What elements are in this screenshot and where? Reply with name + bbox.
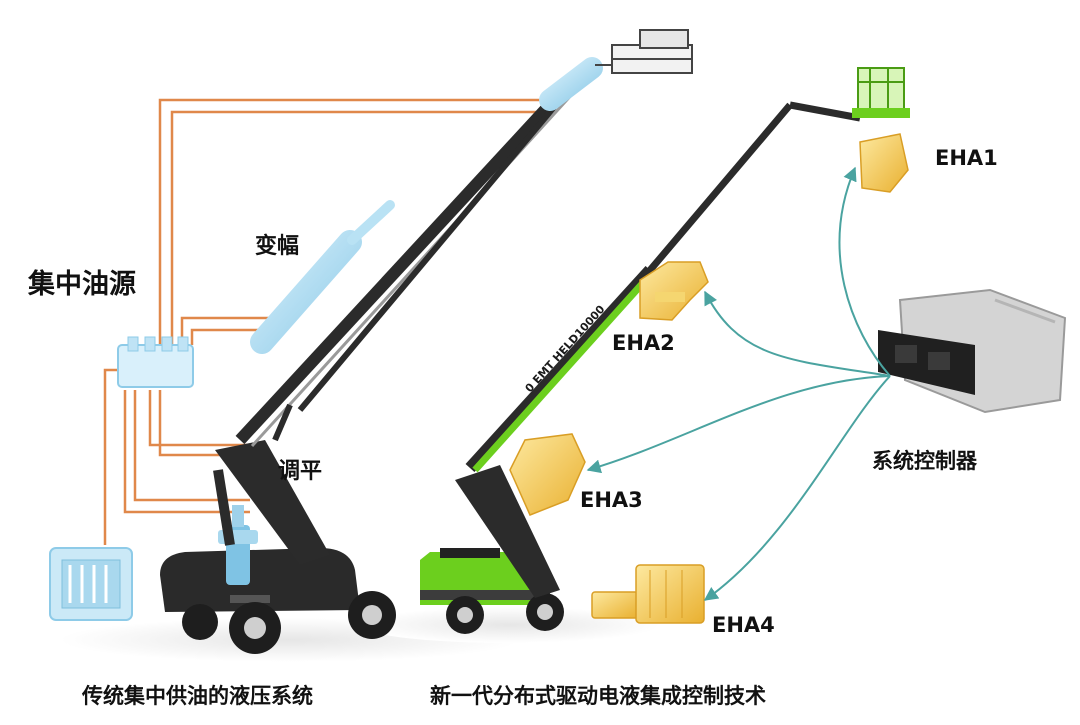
leveling-label: 调平 <box>278 459 323 484</box>
right-boom <box>455 101 861 598</box>
central-oil-source-label: 集中油源 <box>28 269 136 300</box>
eha2-unit <box>639 261 709 321</box>
eha3-unit <box>509 433 586 516</box>
eha4-unit <box>591 564 705 624</box>
eha3-label: EHA3 <box>580 488 643 512</box>
luffing-cylinder <box>250 200 395 354</box>
platform-cylinder <box>539 57 603 111</box>
eha1-unit <box>859 133 909 193</box>
boom-model-text: 0 EMT HELD10000 <box>523 303 608 395</box>
signal-lines <box>586 166 891 601</box>
system-controller-unit <box>878 288 1067 414</box>
eha4-label: EHA4 <box>712 613 775 637</box>
eha1-label: EHA1 <box>935 146 998 170</box>
right-platform-basket <box>852 67 910 118</box>
system-controller-label: 系统控制器 <box>872 449 977 473</box>
left-platform-basket <box>595 29 693 74</box>
eha2-label: EHA2 <box>612 331 675 355</box>
orange-oil-pipes <box>103 98 545 545</box>
central-valve-block <box>117 336 194 388</box>
ground-shadow-right <box>360 607 660 643</box>
hydraulic-pump-unit <box>49 547 133 621</box>
luffing-label: 变幅 <box>255 234 300 259</box>
left-boom <box>213 67 587 565</box>
right-caption: 新一代分布式驱动电液集成控制技术 <box>430 684 766 708</box>
left-caption: 传统集中供油的液压系统 <box>82 684 313 708</box>
left-chassis <box>160 548 396 654</box>
